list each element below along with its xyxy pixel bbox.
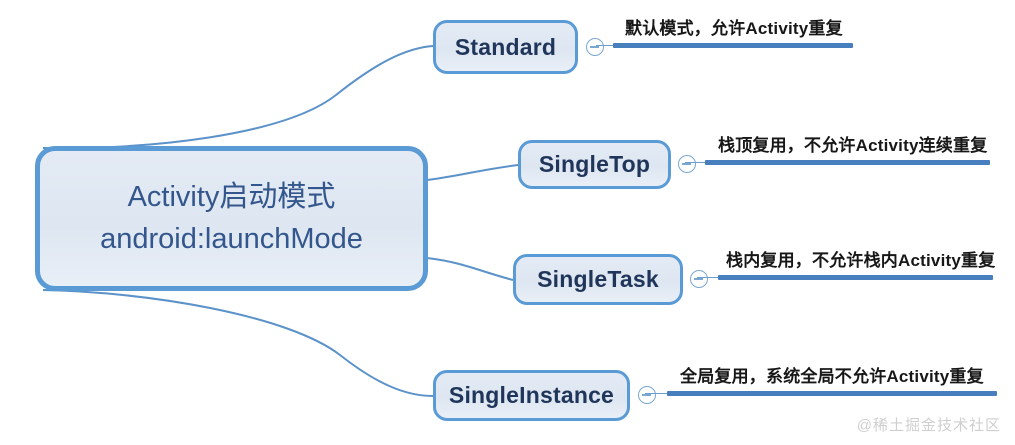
node-singleinstance-label: SingleInstance: [448, 382, 615, 408]
annotation-singletask[interactable]: 栈内复用，不允许栈内Activity重复: [697, 246, 996, 280]
node-singleinstance[interactable]: SingleInstance: [433, 370, 630, 421]
collapse-minus-icon-singletop[interactable]: [678, 155, 696, 173]
node-singletask[interactable]: SingleTask: [513, 254, 683, 305]
root-node-line-1: Activity启动模式: [127, 181, 336, 214]
watermark: @稀土掘金技术社区: [856, 417, 1001, 434]
annotation-standard[interactable]: 默认模式，允许Activity重复: [596, 14, 853, 48]
node-singletop-label: SingleTop: [538, 151, 651, 177]
annotation-standard-bar: [613, 43, 853, 48]
root-node-line-2: android:launchMode: [100, 222, 363, 255]
annotation-singletop-bar: [705, 160, 990, 165]
edge-root-to-singleinstance: [42, 289, 434, 397]
annotation-singleinstance-text: 全局复用，系统全局不允许Activity重复: [680, 367, 984, 386]
annotation-singletask-stub: [697, 276, 718, 279]
annotation-standard-stub: [596, 44, 613, 47]
node-singletask-label: SingleTask: [537, 266, 659, 292]
annotation-singleinstance[interactable]: 全局复用，系统全局不允许Activity重复: [645, 362, 997, 396]
annotation-singletask-bar: [718, 275, 993, 280]
collapse-minus-icon-standard[interactable]: [586, 38, 604, 56]
annotation-singleinstance-stub: [645, 392, 667, 395]
annotation-singletop[interactable]: 栈顶复用，不允许Activity连续重复: [685, 131, 990, 165]
annotation-singletask-text: 栈内复用，不允许栈内Activity重复: [726, 251, 996, 270]
annotation-singleinstance-bar: [667, 391, 997, 396]
annotation-standard-text: 默认模式，允许Activity重复: [625, 19, 843, 38]
root-node[interactable]: Activity启动模式 android:launchMode: [35, 146, 428, 291]
annotation-singletop-text: 栈顶复用，不允许Activity连续重复: [718, 136, 988, 155]
node-standard-label: Standard: [454, 33, 557, 60]
root-node-text-wrap: Activity启动模式 android:launchMode: [100, 177, 363, 259]
annotation-singletop-stub: [685, 161, 705, 164]
edge-root-to-standard: [42, 45, 434, 150]
edge-root-to-singletask: [426, 257, 514, 281]
collapse-minus-icon-singleinstance[interactable]: [638, 386, 656, 404]
collapse-minus-icon-singletask[interactable]: [690, 270, 708, 288]
edge-root-to-singletop: [426, 164, 519, 181]
node-singletop[interactable]: SingleTop: [518, 140, 671, 189]
node-standard[interactable]: Standard: [433, 20, 578, 74]
